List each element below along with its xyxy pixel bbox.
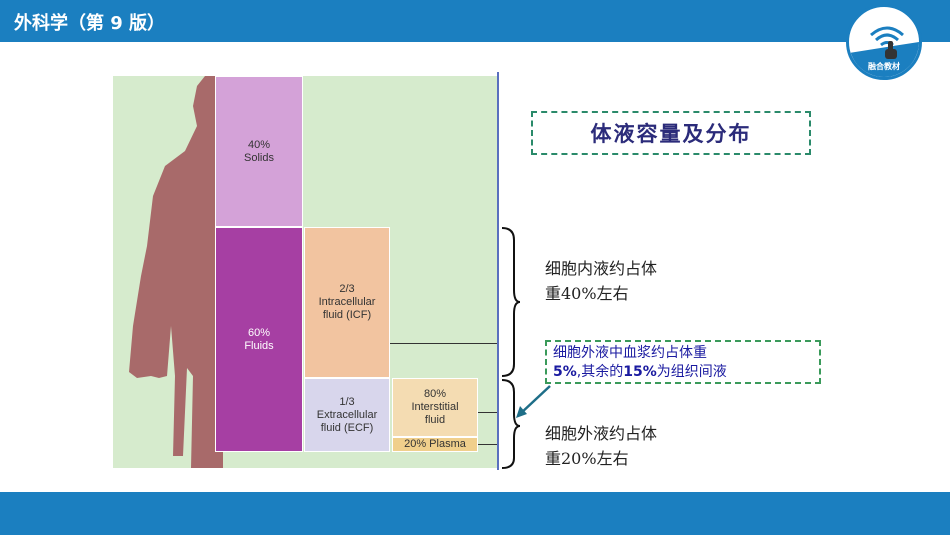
- plasma-box: 20% Plasma: [392, 437, 478, 452]
- footer-bar: [0, 492, 950, 535]
- note-rest-a: ,其余的: [576, 364, 624, 380]
- logo-text: 融合教材: [868, 62, 900, 71]
- solids-label: 40% Solids: [244, 138, 274, 164]
- icf-connector-line: [390, 343, 497, 344]
- wifi-hand-icon: [849, 26, 919, 77]
- arrow-icon: [516, 385, 551, 418]
- icf-annotation-line2: 重40%左右: [545, 284, 629, 303]
- divider-line: [497, 72, 499, 470]
- logo: 融合教材: [846, 4, 922, 80]
- body-fluid-figure: 40% Solids 60% Fluids 2/3 Intracellular …: [113, 76, 498, 468]
- heading-text: 体液容量及分布: [590, 121, 752, 146]
- heading-box: 体液容量及分布: [531, 111, 811, 155]
- plasma-connector-line: [478, 444, 497, 445]
- plasma-note-box: 细胞外液中血浆约占体重 5%,其余的15%为组织间液: [545, 340, 821, 384]
- header-bar: 外科学（第 9 版）: [0, 0, 950, 42]
- note-rest-b: 为组织间液: [656, 364, 727, 380]
- solids-box: 40% Solids: [215, 76, 303, 227]
- interstitial-box: 80% Interstitial fluid: [392, 378, 478, 437]
- fluids-label: 60% Fluids: [244, 326, 274, 352]
- ecf-box: 1/3 Extracellular fluid (ECF): [304, 378, 390, 452]
- note-15pct: 15%: [623, 364, 657, 380]
- icf-annotation-line1: 细胞内液约占体: [545, 259, 658, 278]
- icf-annotation: 细胞内液约占体 重40%左右: [545, 256, 657, 306]
- ecf-label: 1/3 Extracellular fluid (ECF): [316, 395, 378, 434]
- ecf-annotation: 细胞外液约占体 重20%左右: [545, 421, 657, 471]
- interstitial-connector-line: [478, 412, 497, 413]
- note-line2: 5%,其余的15%为组织间液: [553, 363, 813, 382]
- icf-label: 2/3 Intracellular fluid (ICF): [318, 283, 376, 321]
- note-5pct: 5%: [553, 364, 577, 380]
- human-body-silhouette: [129, 76, 223, 468]
- icf-box: 2/3 Intracellular fluid (ICF): [304, 227, 390, 378]
- ecf-annotation-line2: 重20%左右: [545, 449, 629, 468]
- bracket-icon: [501, 227, 521, 469]
- interstitial-label: 80% Interstitial fluid: [411, 388, 459, 426]
- ecf-annotation-line1: 细胞外液约占体: [545, 424, 658, 443]
- fluids-box: 60% Fluids: [215, 227, 303, 452]
- page-title: 外科学（第 9 版）: [14, 13, 166, 34]
- note-line1: 细胞外液中血浆约占体重: [553, 345, 707, 361]
- plasma-label: 20% Plasma: [404, 438, 466, 450]
